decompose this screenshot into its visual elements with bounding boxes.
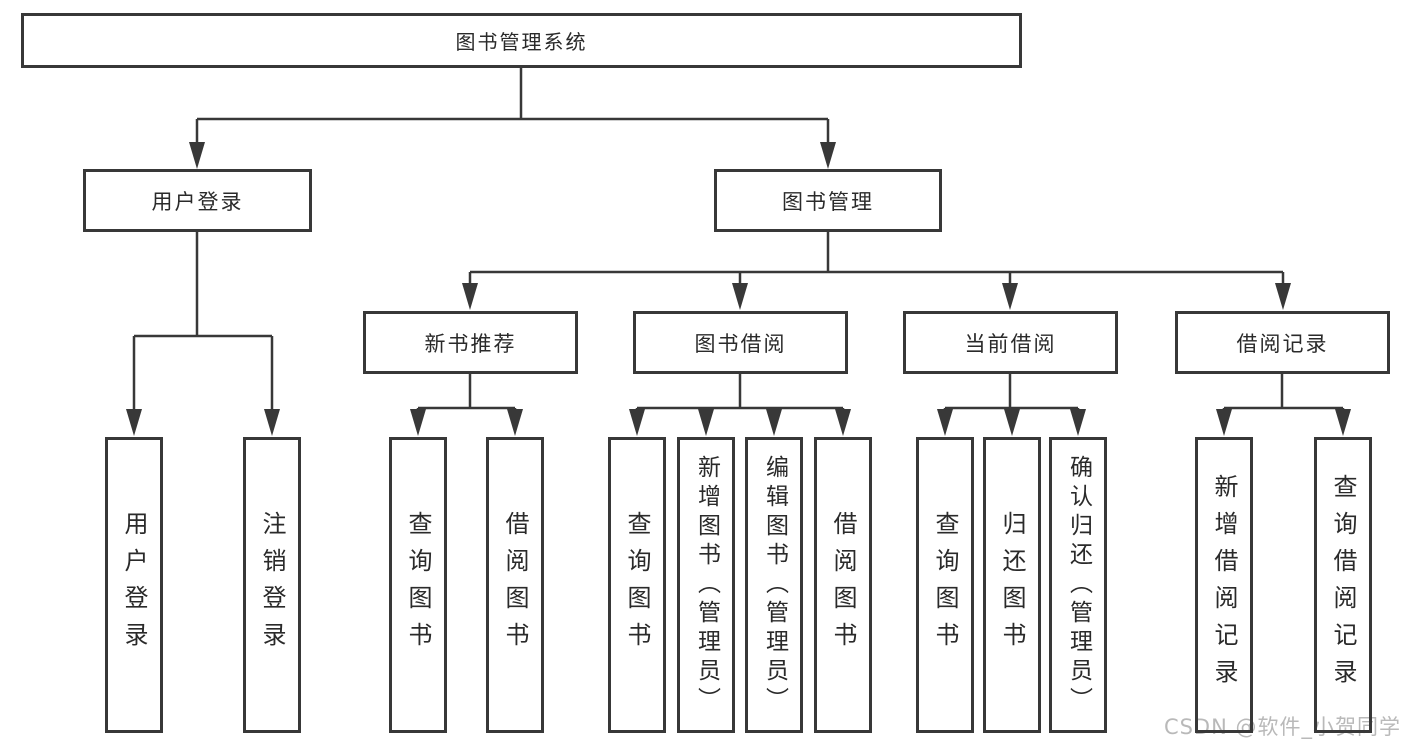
node-book-management: 图书管理 (714, 169, 942, 232)
leaf-return-book-label: 归还图书 (998, 511, 1026, 659)
node-borrow-records-label: 借阅记录 (1236, 331, 1329, 356)
node-current-borrow: 当前借阅 (903, 311, 1118, 374)
leaf-confirm-return-admin: 确认归还（管理员） (1049, 437, 1107, 733)
leaf-return-book: 归还图书 (983, 437, 1041, 733)
node-new-book-recommend: 新书推荐 (363, 311, 578, 374)
leaf-logout-label: 注销登录 (258, 511, 286, 659)
connector-book-management-branch (468, 232, 1285, 284)
leaf-borrow-books-recommend: 借阅图书 (486, 437, 544, 733)
node-current-borrow-label: 当前借阅 (964, 331, 1057, 356)
leaf-query-borrow-record-label: 查询借阅记录 (1329, 474, 1357, 696)
leaf-borrow-books-borrow: 借阅图书 (814, 437, 872, 733)
leaf-query-books-current: 查询图书 (916, 437, 974, 733)
leaf-add-book-admin-label: 新增图书（管理员） (693, 454, 720, 716)
connector-user-login-branch (132, 232, 274, 410)
leaf-confirm-return-admin-label: 确认归还（管理员） (1065, 454, 1092, 716)
leaf-edit-book-admin: 编辑图书（管理员） (745, 437, 803, 733)
leaf-borrow-books-borrow-label: 借阅图书 (829, 511, 857, 659)
node-borrow-records: 借阅记录 (1175, 311, 1390, 374)
leaf-user-login-label: 用户登录 (120, 511, 148, 659)
leaf-edit-book-admin-label: 编辑图书（管理员） (761, 454, 788, 716)
leaf-add-borrow-record: 新增借阅记录 (1195, 437, 1253, 733)
connector-book-borrow-branch (635, 374, 845, 410)
node-book-management-label: 图书管理 (782, 189, 874, 214)
leaf-user-login: 用户登录 (105, 437, 163, 733)
node-book-borrow: 图书借阅 (633, 311, 848, 374)
leaf-query-books-borrow-label: 查询图书 (623, 511, 651, 659)
leaf-query-books-recommend-label: 查询图书 (404, 511, 432, 659)
leaf-logout: 注销登录 (243, 437, 301, 733)
leaf-query-books-current-label: 查询图书 (931, 511, 959, 659)
connector-root-to-level2 (195, 68, 830, 143)
leaf-add-book-admin: 新增图书（管理员） (677, 437, 735, 733)
node-book-borrow-label: 图书借阅 (694, 331, 787, 356)
node-root-label: 图书管理系统 (455, 30, 588, 54)
leaf-add-borrow-record-label: 新增借阅记录 (1210, 474, 1238, 696)
node-user-login-label: 用户登录 (151, 189, 244, 214)
leaf-query-borrow-record: 查询借阅记录 (1314, 437, 1372, 733)
node-new-book-recommend-label: 新书推荐 (424, 331, 517, 356)
node-user-login: 用户登录 (83, 169, 312, 232)
leaf-borrow-books-recommend-label: 借阅图书 (501, 511, 529, 659)
node-root: 图书管理系统 (21, 13, 1022, 68)
leaf-query-books-borrow: 查询图书 (608, 437, 666, 733)
leaf-query-books-recommend: 查询图书 (389, 437, 447, 733)
connector-current-borrow-branch (943, 374, 1080, 410)
connector-borrow-records-branch (1222, 374, 1345, 410)
watermark: CSDN @软件_小贺同学 (1163, 715, 1401, 739)
connector-new-book-branch (416, 374, 517, 410)
arrowheads (126, 142, 1351, 436)
